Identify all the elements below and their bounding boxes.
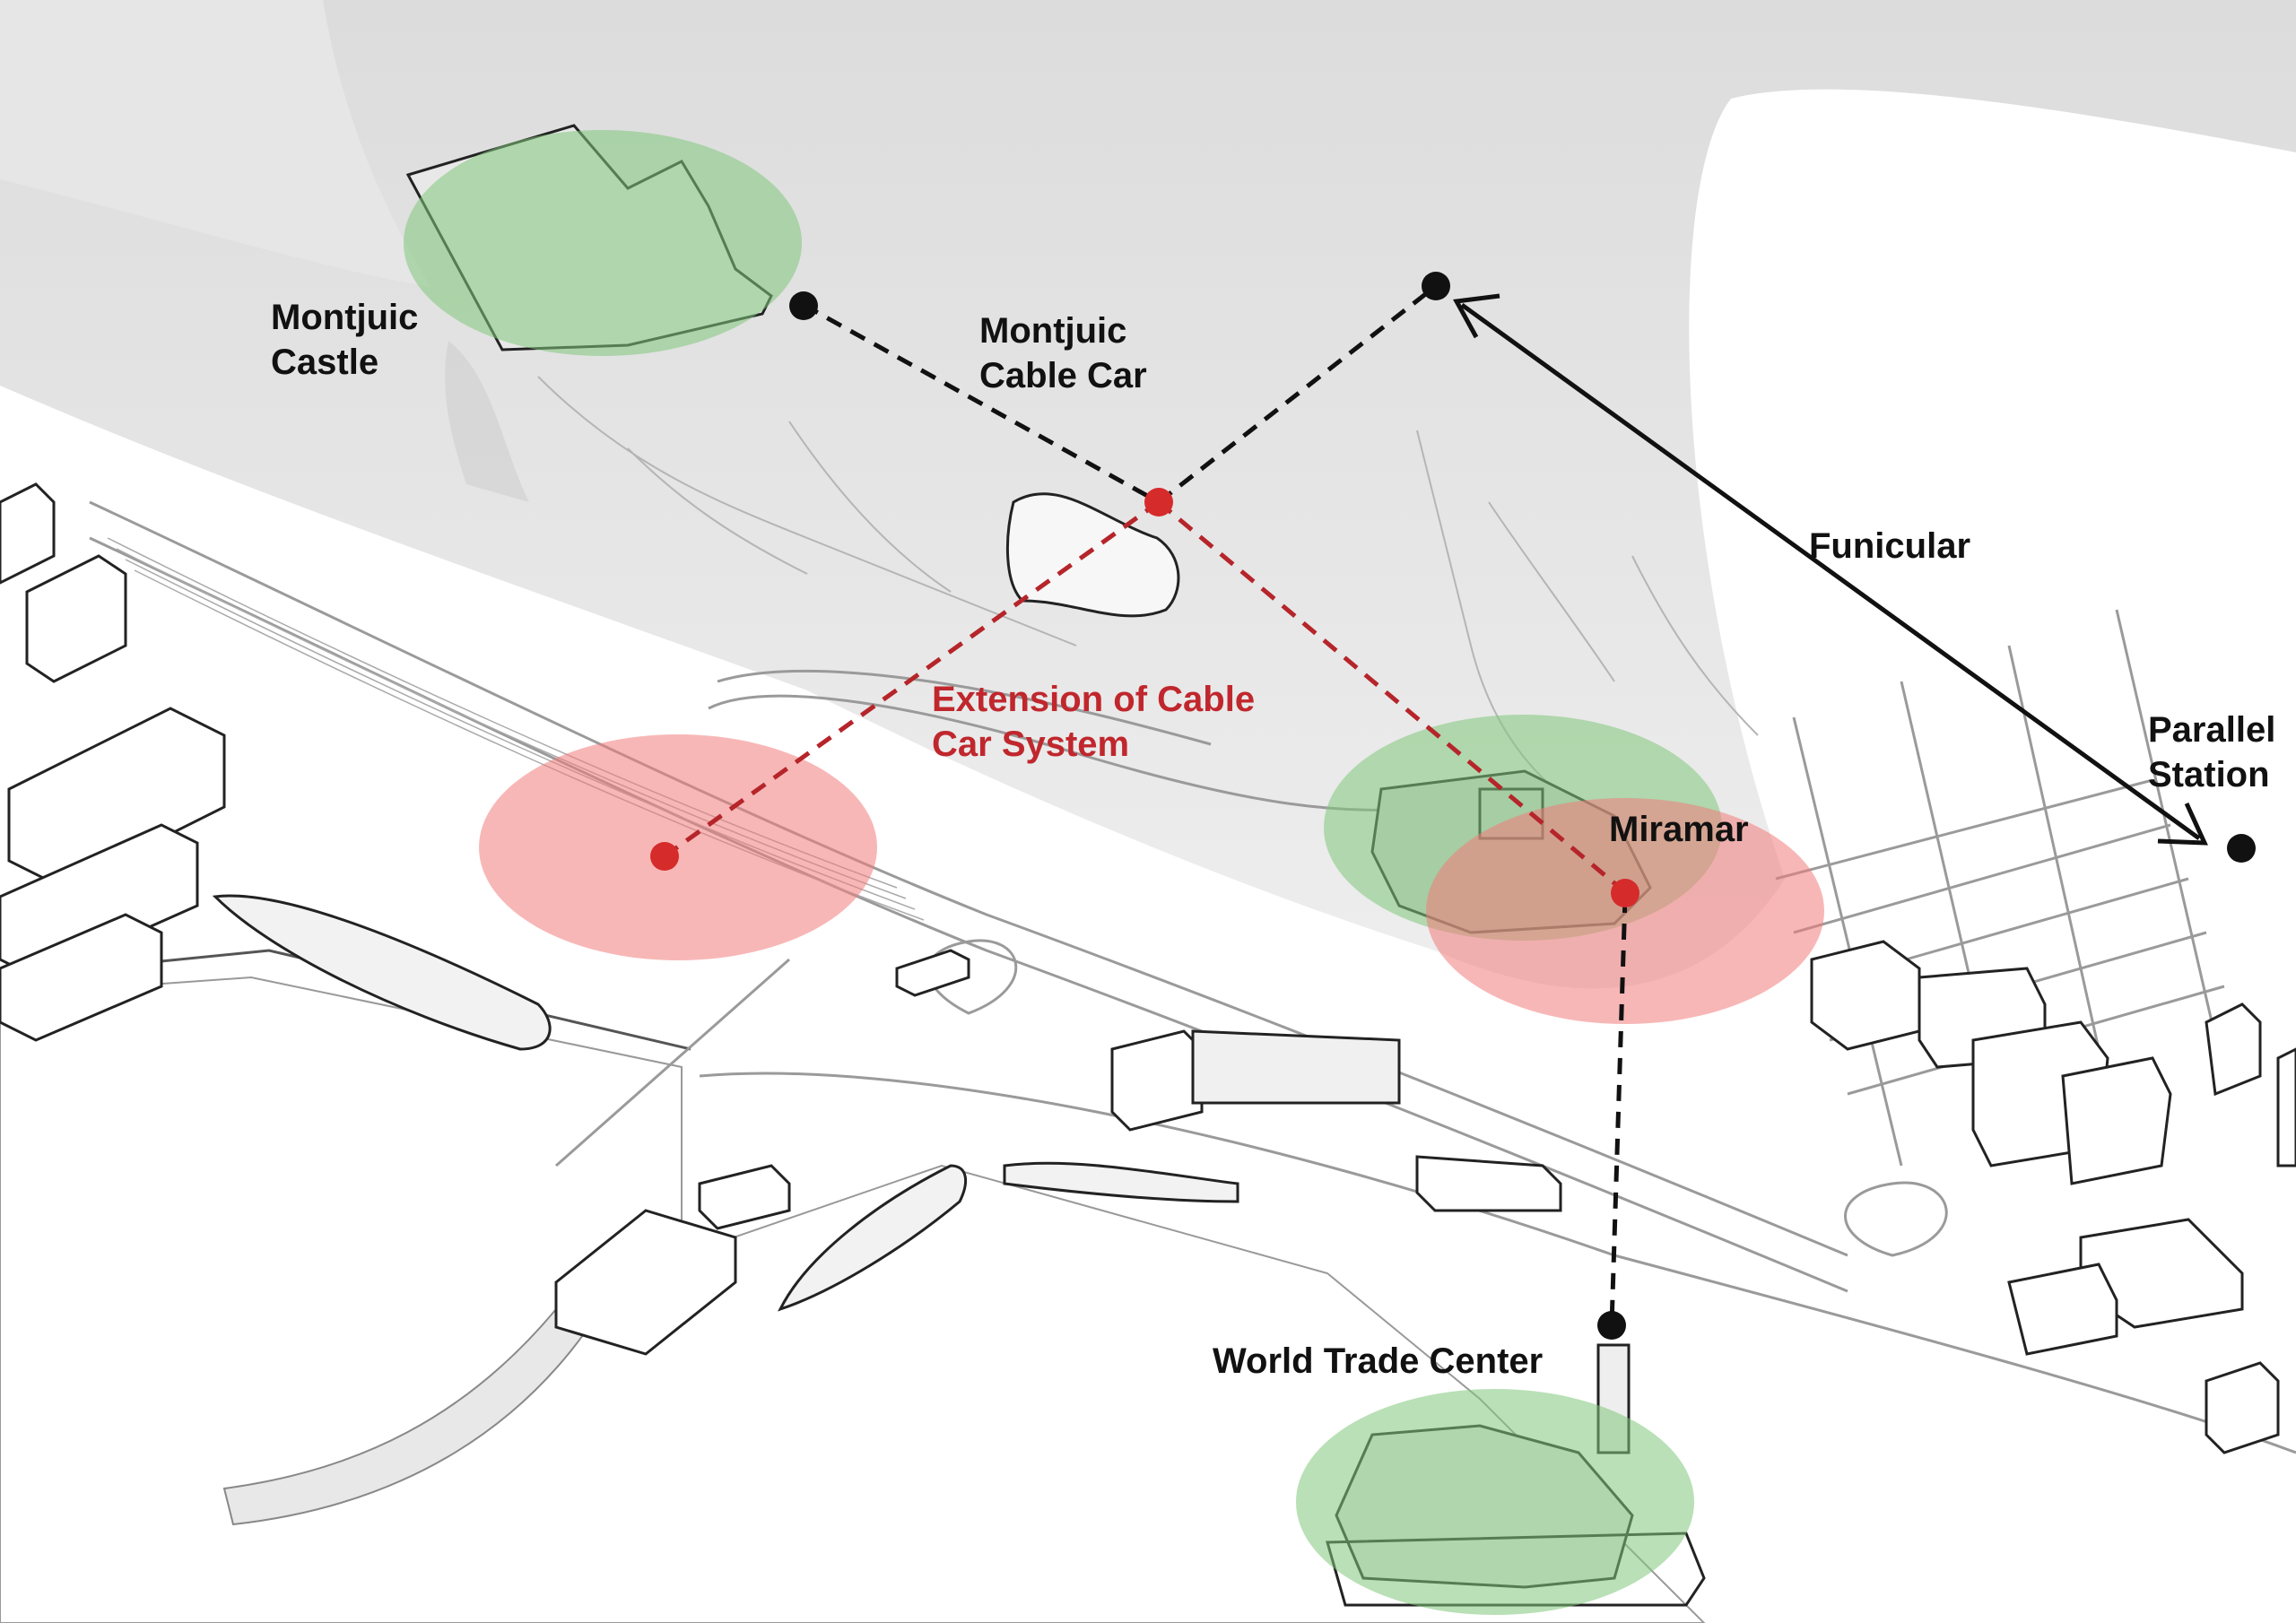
- labels-layer: Montjuic Castle Montjuic Cable Car Funic…: [271, 298, 2285, 1381]
- cable-car-upper-line: [1157, 284, 1438, 504]
- cable-car-mid-station: [1006, 492, 1180, 618]
- extension-line-miramar: [1157, 500, 1627, 894]
- label-extension: Extension of Cable Car System: [932, 680, 1265, 764]
- label-miramar: Miramar: [1609, 810, 1749, 849]
- label-parallel-station: Parallel Station: [2148, 710, 2285, 794]
- label-funicular: Funicular: [1809, 526, 1970, 566]
- hill-shadow: [445, 341, 529, 502]
- label-cable-car: Montjuic Cable Car: [979, 311, 1147, 395]
- station-world-trade-center-dot: [1597, 1311, 1626, 1340]
- station-montjuic-castle-dot: [789, 291, 818, 320]
- stations-layer: [650, 272, 2256, 1340]
- upper-left-slope: [0, 0, 430, 287]
- label-world-trade-center: World Trade Center: [1213, 1341, 1543, 1381]
- station-upper-funicular-dot: [1422, 272, 1450, 300]
- zone-world-trade-center: [1296, 1389, 1694, 1615]
- funicular-arrow: [1453, 293, 2208, 846]
- cable-car-existing-line: [802, 302, 1161, 505]
- label-montjuic-castle: Montjuic Castle: [271, 298, 429, 382]
- station-extension-lower-dot: [650, 842, 679, 871]
- station-miramar-dot: [1611, 879, 1639, 907]
- zone-montjuic-castle: [404, 130, 802, 356]
- wtc-link-line: [1609, 896, 1628, 1326]
- station-cable-car-mid-dot: [1144, 488, 1173, 516]
- zone-extension-lower: [479, 734, 877, 960]
- extension-line-lower: [663, 499, 1161, 859]
- station-parallel-dot: [2227, 834, 2256, 863]
- connections-layer: [663, 284, 1628, 1326]
